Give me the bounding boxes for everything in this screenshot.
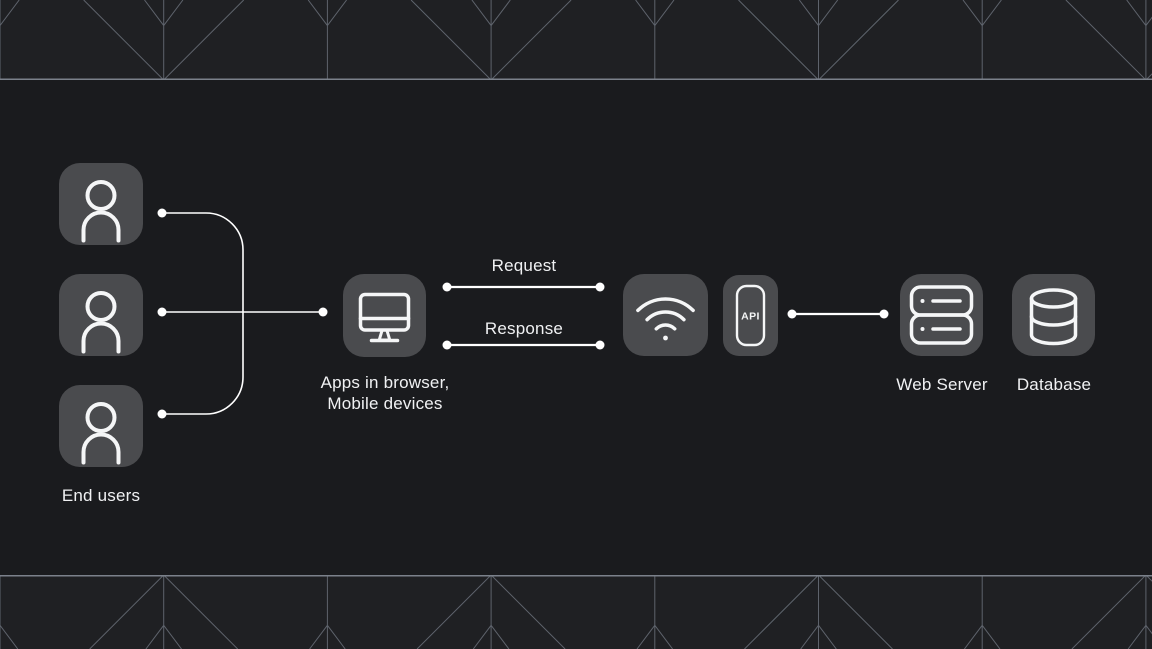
connector-dot: [787, 309, 797, 319]
apps-label-line1: Apps in browser,: [320, 373, 450, 392]
end-user-node: [59, 274, 143, 356]
api-node: API: [723, 275, 778, 356]
apps-label: Apps in browser, Mobile devices: [321, 372, 450, 414]
server-icon: [909, 285, 974, 345]
web-server-node: [900, 274, 983, 356]
connector-dot: [157, 208, 167, 218]
smartphone-icon: API: [735, 284, 766, 347]
connector-dot: [442, 340, 452, 350]
end-users-label: End users: [61, 486, 141, 505]
bottom-decorative-band: [0, 575, 1152, 649]
connector-dot: [157, 307, 167, 317]
top-decorative-band: [0, 0, 1152, 80]
branch-pattern: [0, 575, 1152, 649]
wifi-icon: [636, 297, 695, 341]
connector-dot: [157, 409, 167, 419]
api-badge: API: [741, 311, 760, 323]
connector-dot: [318, 307, 328, 317]
branch-pattern: [0, 0, 1152, 80]
end-user-node: [59, 385, 143, 467]
end-user-node: [59, 163, 143, 245]
connector-dot: [595, 282, 605, 292]
database-icon: [1029, 288, 1078, 346]
top-band-pattern: [0, 0, 1152, 80]
person-icon: [81, 291, 121, 354]
network-node: [623, 274, 708, 356]
monitor-icon: [358, 292, 411, 343]
users-merge-connector: [162, 212, 244, 415]
database-node: [1012, 274, 1095, 356]
connector-dot: [879, 309, 889, 319]
apps-node: [343, 274, 426, 357]
person-icon: [81, 402, 121, 465]
request-label: Request: [491, 256, 557, 275]
database-label: Database: [1016, 375, 1092, 394]
response-label: Response: [484, 319, 564, 338]
connector-dot: [442, 282, 452, 292]
web-server-label: Web Server: [896, 375, 988, 394]
person-icon: [81, 180, 121, 243]
connector-dot: [595, 340, 605, 350]
apps-label-line2: Mobile devices: [327, 394, 443, 413]
bottom-band-pattern: [0, 575, 1152, 649]
